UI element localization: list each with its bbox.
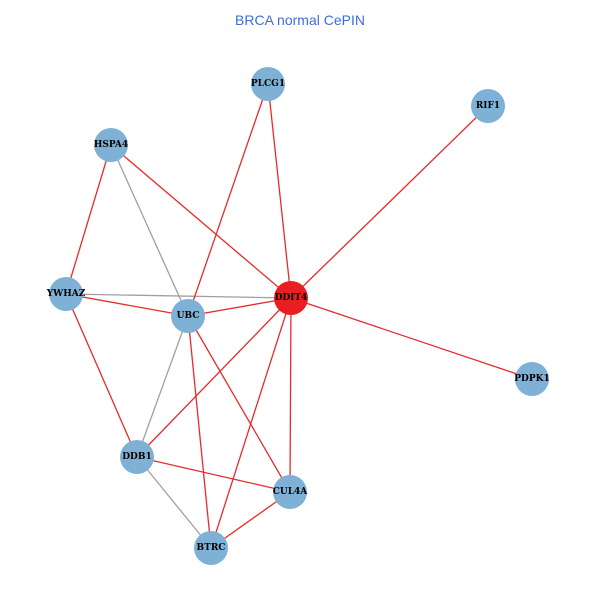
- node-circle: [120, 440, 154, 474]
- node-plcg1[interactable]: PLCG1: [251, 67, 285, 101]
- node-label: PLCG1: [251, 79, 285, 89]
- node-label: UBC: [177, 311, 200, 321]
- edge-ywhaz-ddb1: [65, 293, 138, 458]
- graph-title: BRCA normal CePIN: [235, 12, 365, 28]
- node-label: YWHAZ: [46, 289, 86, 299]
- edge-ubc-ddb1: [136, 315, 189, 458]
- node-circle: [194, 531, 228, 565]
- node-cul4a[interactable]: CUL4A: [273, 475, 309, 509]
- node-circle: [471, 89, 505, 123]
- edge-plcg1-ddit4: [267, 83, 292, 299]
- node-label: DDB1: [122, 452, 151, 462]
- edge-ddb1-cul4a: [136, 456, 291, 493]
- node-label: PDPK1: [514, 374, 549, 384]
- node-circle: [49, 277, 83, 311]
- node-circle: [274, 281, 308, 315]
- edge-ywhaz-ddit4: [65, 293, 292, 299]
- node-label: DDIT4: [275, 293, 308, 303]
- edge-plcg1-ubc: [187, 83, 269, 317]
- node-ubc[interactable]: UBC: [171, 299, 205, 333]
- edge-ywhaz-ubc: [65, 293, 189, 317]
- edge-ddit4-cul4a: [289, 297, 292, 493]
- edge-ddit4-ddb1: [136, 297, 292, 458]
- node-hspa4[interactable]: HSPA4: [94, 128, 128, 162]
- node-label: HSPA4: [94, 140, 128, 150]
- edge-ubc-cul4a: [187, 315, 291, 493]
- node-btrc[interactable]: BTRC: [194, 531, 228, 565]
- node-ywhaz[interactable]: YWHAZ: [46, 277, 86, 311]
- edge-hspa4-ywhaz: [65, 144, 112, 295]
- edge-ubc-ddit4: [187, 297, 292, 317]
- node-label: CUL4A: [273, 487, 309, 497]
- edge-ubc-btrc: [187, 315, 212, 549]
- node-label: RIF1: [476, 101, 500, 111]
- node-ddit4[interactable]: DDIT4: [274, 281, 308, 315]
- node-ddb1[interactable]: DDB1: [120, 440, 154, 474]
- node-circle: [515, 362, 549, 396]
- node-circle: [171, 299, 205, 333]
- edge-rif1-ddit4: [290, 105, 489, 299]
- edge-ddit4-btrc: [210, 297, 292, 549]
- edge-ddit4-pdpk1: [290, 297, 533, 380]
- node-circle: [251, 67, 285, 101]
- node-label: BTRC: [197, 543, 226, 553]
- node-circle: [273, 475, 307, 509]
- node-pdpk1[interactable]: PDPK1: [514, 362, 550, 396]
- edge-hspa4-ubc: [110, 144, 189, 317]
- node-rif1[interactable]: RIF1: [471, 89, 505, 123]
- edge-hspa4-ddit4: [110, 144, 292, 299]
- edge-layer: [65, 83, 533, 549]
- node-circle: [94, 128, 128, 162]
- edge-ddb1-btrc: [136, 456, 212, 549]
